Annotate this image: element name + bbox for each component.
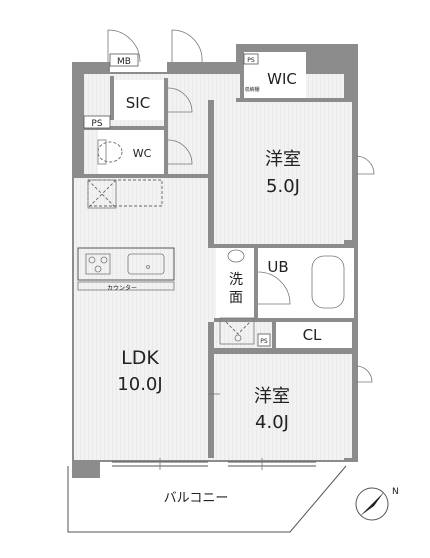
room-label-closet: CL [303, 326, 322, 344]
door-swings [107, 29, 375, 395]
wc-floor [98, 130, 164, 174]
sink [127, 253, 165, 275]
room-size-western-b: 4.0J [255, 412, 289, 433]
room-name-western-a: 洋室 [265, 149, 301, 170]
counter-bar [77, 281, 175, 291]
floor-areas [74, 52, 354, 460]
room-label-sic: SIC [126, 94, 150, 112]
label-pipe-space-1: PS [91, 119, 102, 129]
room-name-western-b: 洋室 [254, 386, 290, 407]
label-pipe-space-2: PS [247, 57, 255, 64]
room-label-ub: UB [267, 258, 288, 276]
washing-machine [219, 317, 255, 345]
western-room-b-floor [216, 354, 352, 458]
toilet [97, 141, 123, 163]
room-labels: 洋室 5.0J 洋室 4.0J LDK 10.0J SIC WIC WC UB … [117, 70, 322, 506]
north-arrow-icon [360, 492, 384, 516]
label-counter: カウンター [107, 284, 137, 292]
stove [85, 253, 111, 275]
bath-area-floor [216, 244, 354, 320]
ldk-floor [74, 178, 210, 460]
sic-floor [114, 80, 164, 120]
small-labels: MB PS PS PS カウンター 収納棚 [83, 53, 271, 347]
label-storage-shelf: 収納棚 [244, 86, 259, 93]
wash-basin [227, 249, 245, 263]
compass-ring [355, 487, 389, 521]
room-name-ldk: LDK [121, 347, 159, 369]
label-pipe-space-3: PS [260, 338, 268, 345]
room-label-balcony: バルコニー [164, 491, 229, 506]
balcony-outline [67, 465, 347, 533]
closet-floor [276, 322, 352, 348]
compass: N [355, 487, 399, 521]
kitchen-counter [77, 247, 175, 281]
room-label-washroom-2: 面 [229, 290, 243, 306]
room-size-ldk: 10.0J [117, 374, 162, 395]
room-label-washroom-1: 洗 [229, 272, 243, 288]
label-meter-box: MB [117, 57, 131, 67]
room-size-western-a: 5.0J [266, 176, 300, 197]
windows [112, 458, 316, 470]
room-label-wc: WC [133, 147, 152, 160]
fixtures [77, 139, 345, 345]
room-label-wic: WIC [267, 70, 297, 88]
bathtub [311, 255, 345, 309]
western-room-a-floor [212, 100, 352, 240]
compass-north-label: N [392, 487, 399, 497]
partitions [84, 50, 356, 458]
